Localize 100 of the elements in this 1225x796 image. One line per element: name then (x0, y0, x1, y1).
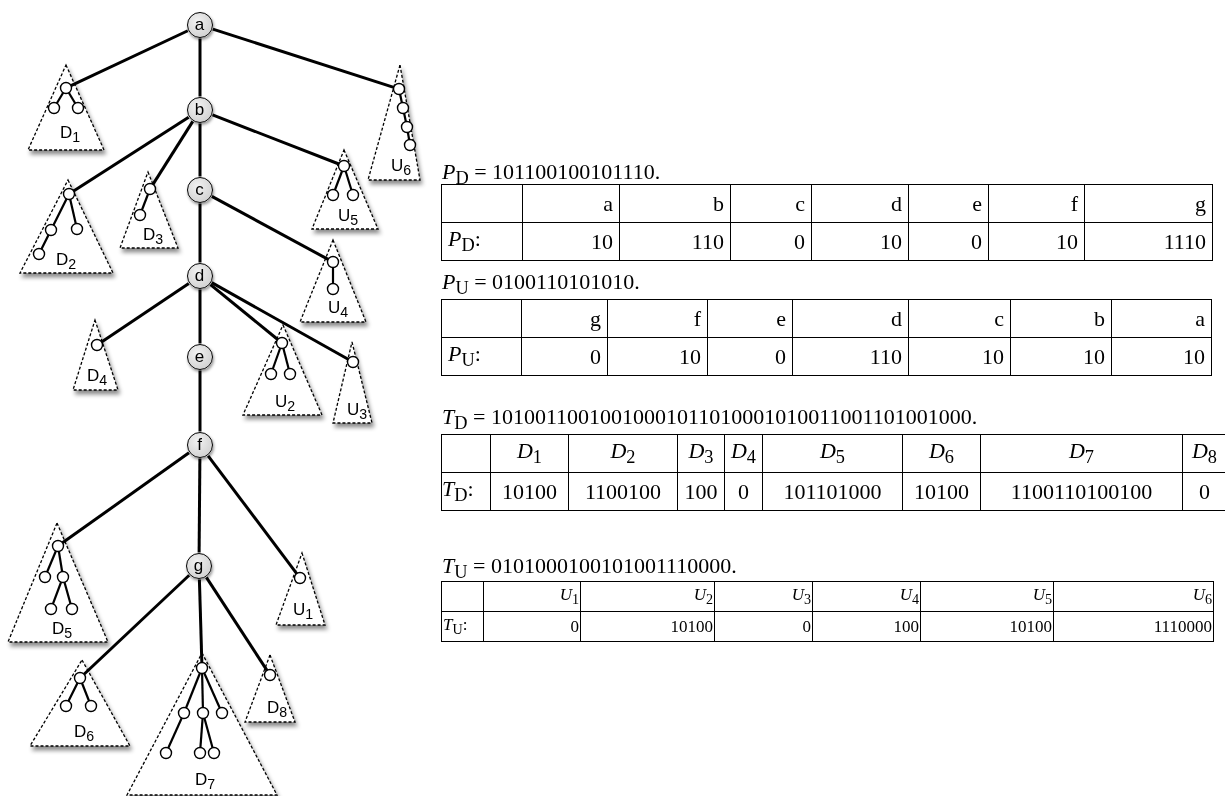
subtree-triangle (245, 655, 295, 722)
equation-text: T$_{D}$ = 10100110010010001011010001010011001101001000. (442, 405, 978, 434)
tree-node: d (186, 262, 213, 289)
table-cell: e (908, 184, 989, 223)
subtree-triangle (333, 342, 372, 423)
tree-edge (212, 27, 395, 89)
tree-edge (205, 576, 269, 672)
tree-edge (72, 116, 190, 193)
tree-edge (212, 113, 340, 166)
subtree-triangle (368, 65, 420, 180)
table-cell: f (988, 184, 1085, 223)
table-cell: 0 (707, 337, 793, 376)
table-cell: g (521, 299, 608, 338)
subtree-label: U$_{1}$ (292, 600, 314, 622)
table-cell: D$_{2}$ (568, 434, 678, 473)
table-cell: D$_{8}$ (1182, 434, 1225, 473)
tree-node: e (186, 343, 213, 370)
table-cell: c (908, 299, 1011, 338)
subtree-triangle (20, 180, 113, 273)
subtree-label: U$_{2}$ (274, 392, 296, 414)
subtree-triangle (312, 150, 378, 229)
tree-node: c (186, 176, 213, 203)
tree-node: b (186, 96, 213, 123)
tree-edge (198, 38, 202, 97)
tree-edge (198, 123, 202, 177)
table-cell: g (1084, 184, 1213, 223)
table-cell: U$_{2}$ (580, 581, 715, 612)
table-cell: P$_{D}$: (441, 222, 523, 261)
tree-node: g (185, 552, 212, 579)
subtree-triangle (8, 523, 108, 642)
table-cell: T$_{D}$: (441, 472, 491, 511)
subtree-triangle (73, 320, 118, 390)
subtree-label: D$_{1}$ (59, 123, 81, 145)
table-cell: 0 (730, 222, 812, 261)
tree-edge (206, 454, 298, 575)
table-cell: d (811, 184, 909, 223)
subtree-triangle (30, 660, 130, 746)
tree-edge (83, 574, 191, 676)
table-cell: U$_{6}$ (1053, 581, 1214, 612)
subtree-label: D$_{2}$ (55, 250, 77, 272)
subtree-triangle (28, 65, 104, 150)
table-cell: e (707, 299, 793, 338)
table-cell: 10 (1010, 337, 1112, 376)
table-cell: 0 (483, 611, 581, 642)
table-cell: 0 (908, 222, 989, 261)
table-cell: D$_{7}$ (980, 434, 1183, 473)
table-cell: 1100100 (568, 472, 678, 511)
subtree-label: U$_{3}$ (346, 400, 368, 422)
equation-text: P$_{U}$ = 0100110101010. (442, 270, 640, 299)
table-cell: D$_{6}$ (902, 434, 981, 473)
table-cell: b (1010, 299, 1112, 338)
table-cell: a (1111, 299, 1212, 338)
table-cell: 101101000 (762, 472, 903, 511)
table-cell: 10 (1111, 337, 1212, 376)
table-cell: 10 (607, 337, 708, 376)
subtree-label: D$_{5}$ (51, 619, 73, 641)
table-cell: 0 (724, 472, 763, 511)
tree-edge (211, 195, 329, 261)
subtree-label: U$_{6}$ (390, 156, 412, 178)
subtree-triangle (120, 172, 178, 248)
table-cell: 10 (522, 222, 620, 261)
subtree-triangle (276, 553, 325, 625)
table-cell: 110 (792, 337, 909, 376)
tree-edge (198, 289, 202, 344)
subtree-label: D$_{3}$ (142, 225, 164, 247)
table-cell: 10 (988, 222, 1085, 261)
table-cell: P$_{U}$: (441, 337, 522, 376)
tree-edge (209, 283, 279, 341)
tree-edge (198, 370, 202, 432)
table-cell: 0 (714, 611, 813, 642)
table-cell: D$_{3}$ (677, 434, 725, 473)
table-cell: U$_{1}$ (483, 581, 581, 612)
table-cell: 10100 (920, 611, 1054, 642)
subtree-triangle (243, 325, 322, 415)
table-cell: 100 (677, 472, 725, 511)
table-cell: D$_{5}$ (762, 434, 903, 473)
tree-edge (100, 282, 190, 344)
table-cell: 1110000 (1053, 611, 1214, 642)
table-cell: 10 (811, 222, 909, 261)
subtree-label: D$_{6}$ (73, 722, 95, 744)
table-cell: b (619, 184, 731, 223)
table-cell: 110 (619, 222, 731, 261)
tree-edge (197, 579, 204, 663)
table-cell: 10100 (902, 472, 981, 511)
tree-node: a (186, 11, 213, 38)
subtree-label: U$_{4}$ (327, 298, 349, 320)
equation-text: T$_{U}$ = 0101000100101001110000. (442, 554, 737, 583)
table-cell: T$_{U}$: (441, 611, 484, 642)
table-cell: D$_{4}$ (724, 434, 763, 473)
table-cell: 10100 (490, 472, 569, 511)
table-cell: D$_{1}$ (490, 434, 569, 473)
tree-node: f (186, 431, 213, 458)
table-cell: U$_{4}$ (812, 581, 921, 612)
tree-edge (61, 451, 190, 545)
table-cell: 0 (521, 337, 608, 376)
subtree-triangle (300, 240, 366, 322)
tree-edge (198, 203, 202, 263)
subtree-label: D$_{7}$ (194, 770, 216, 792)
tree-edge (151, 120, 195, 186)
table-cell: c (730, 184, 812, 223)
